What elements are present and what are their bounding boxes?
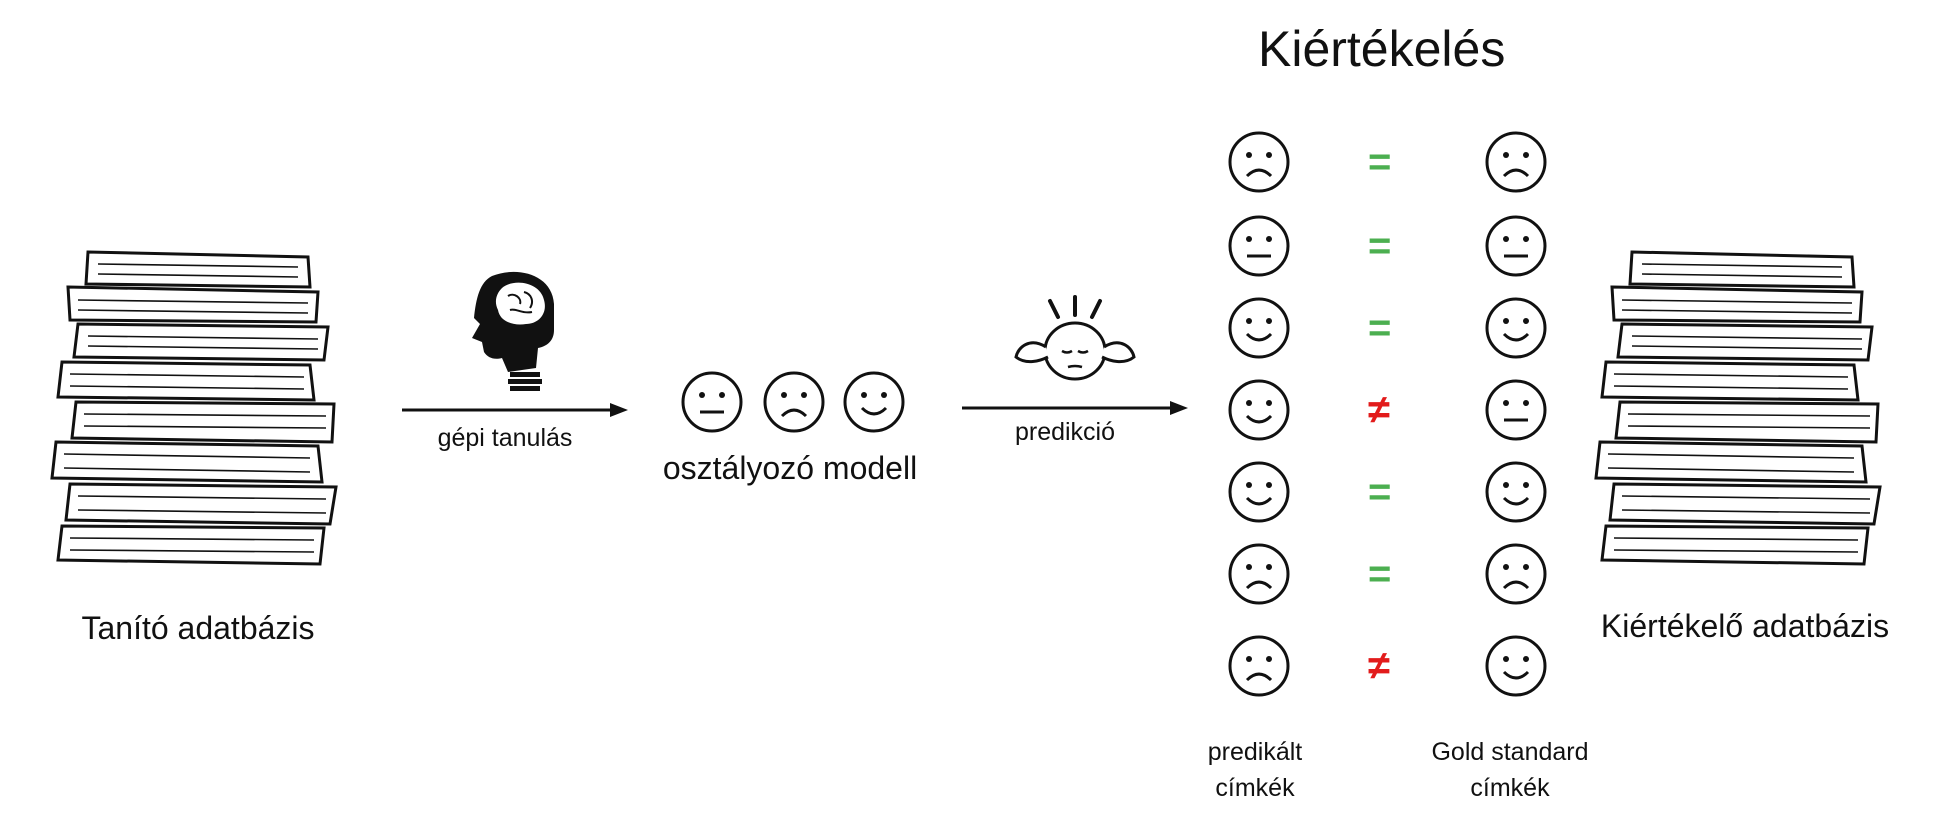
gold-face-happy-icon xyxy=(1485,461,1547,523)
paper-stack-icon xyxy=(50,250,338,566)
thinking-head-icon xyxy=(1014,295,1136,381)
learning-label: gépi tanulás xyxy=(437,424,573,452)
page-title: Kiértékelés xyxy=(1258,21,1506,77)
predicted-face-happy-icon xyxy=(1228,461,1290,523)
equal-sign: = xyxy=(1368,470,1392,514)
predicted-face-happy-icon xyxy=(1228,379,1290,441)
model-label: osztályozó modell xyxy=(662,450,918,486)
not-equal-sign: ≠ xyxy=(1368,644,1390,688)
prediction-label: predikció xyxy=(1014,418,1116,446)
paper-stack-icon xyxy=(1594,250,1882,566)
gold-face-sad-icon xyxy=(1485,131,1547,193)
gold-caption-line-1: Gold standard xyxy=(1431,738,1589,766)
predicted-face-neutral-icon xyxy=(1228,215,1290,277)
gold-face-neutral-icon xyxy=(1485,379,1547,441)
equal-sign: = xyxy=(1368,552,1392,596)
gold-face-happy-icon xyxy=(1485,635,1547,697)
eval-db-label: Kiértékelő adatbázis xyxy=(1600,608,1890,644)
model-face-sad-icon xyxy=(763,371,825,433)
gold-face-sad-icon xyxy=(1485,543,1547,605)
arrow-icon xyxy=(402,403,628,417)
predicted-labels-caption: predikált címkék xyxy=(1180,734,1330,806)
gold-face-neutral-icon xyxy=(1485,215,1547,277)
gold-caption-line-2: címkék xyxy=(1470,774,1550,802)
predicted-face-sad-icon xyxy=(1228,131,1290,193)
model-face-happy-icon xyxy=(843,371,905,433)
brain-head-icon xyxy=(472,271,554,391)
not-equal-sign: ≠ xyxy=(1368,388,1390,432)
arrow-icon xyxy=(962,401,1188,415)
predicted-caption-line-1: predikált xyxy=(1207,738,1303,766)
equal-sign: = xyxy=(1368,224,1392,268)
gold-face-happy-icon xyxy=(1485,297,1547,359)
equal-sign: = xyxy=(1368,140,1392,184)
predicted-face-sad-icon xyxy=(1228,635,1290,697)
model-face-neutral-icon xyxy=(681,371,743,433)
predicted-caption-line-2: címkék xyxy=(1215,774,1295,802)
equal-sign: = xyxy=(1368,306,1392,350)
gold-labels-caption: Gold standard címkék xyxy=(1410,734,1610,806)
predicted-face-happy-icon xyxy=(1228,297,1290,359)
training-db-label: Tanító adatbázis xyxy=(81,610,315,646)
predicted-face-sad-icon xyxy=(1228,543,1290,605)
